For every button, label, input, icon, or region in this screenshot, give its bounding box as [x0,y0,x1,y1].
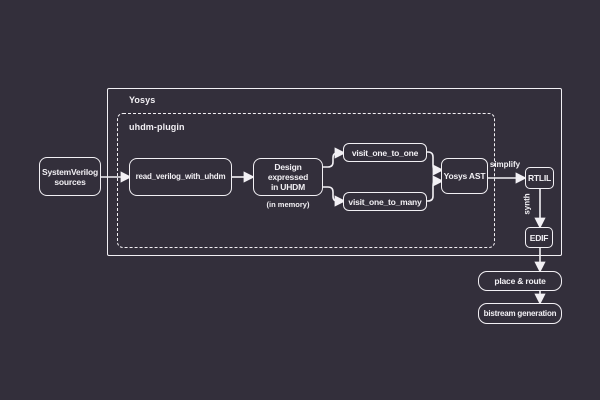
node-systemverilog-sources: SystemVerilog sources [39,157,101,196]
edge-label-synth: synth [522,193,532,215]
yosys-container [107,88,562,256]
node-label: visit_one_to_many [348,196,422,207]
node-label: Yosys AST [443,171,486,181]
node-label-line: SystemVerilog [42,166,98,177]
node-bistream-generation: bistream generation [478,303,562,324]
node-label-line: in UHDM [270,182,305,192]
node-yosys-ast: Yosys AST [441,158,488,194]
yosys-container-label: Yosys [129,95,156,105]
node-visit-one-to-one: visit_one_to_one [343,143,427,162]
uhdm-plugin-container-label: uhdm-plugin [129,122,185,132]
node-label-line: Design expressed [267,162,309,182]
edge-label-simplify: simplify [489,160,521,169]
node-label: place & route [494,276,546,286]
node-design-expressed-in-uhdm: Design expressed in UHDM [253,158,323,196]
node-label-line: sources [54,176,86,187]
node-label: visit_one_to_one [351,147,419,158]
node-edif: EDIF [525,227,553,248]
uhdm-plugin-container [117,113,495,248]
node-label: RTLIL [527,173,552,183]
node-read-verilog-with-uhdm: read_verilog_with_uhdm [129,158,232,196]
node-label: read_verilog_with_uhdm [135,172,226,181]
node-visit-one-to-many: visit_one_to_many [343,192,427,211]
node-label: EDIF [529,232,549,243]
in-memory-note: (in memory) [266,200,310,209]
node-rtlil: RTLIL [525,167,554,189]
node-place-and-route: place & route [478,271,562,291]
node-label: bistream generation [483,308,557,318]
